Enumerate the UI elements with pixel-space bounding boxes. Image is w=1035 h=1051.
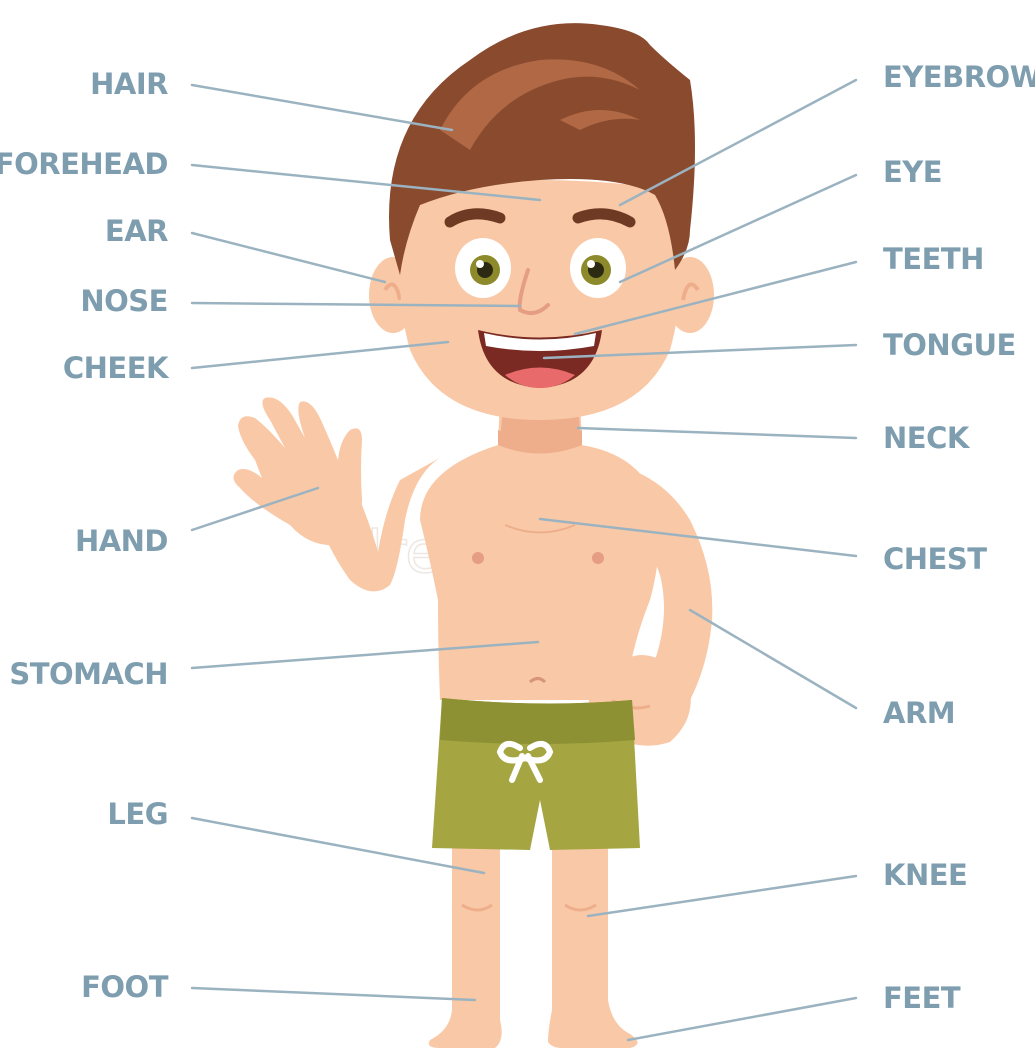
label-leg: LEG (107, 800, 168, 829)
label-ear: EAR (105, 217, 168, 246)
label-forehead: FOREHEAD (0, 150, 168, 179)
label-foot: FOOT (81, 973, 168, 1002)
shorts (432, 698, 640, 850)
label-feet: FEET (883, 984, 960, 1013)
label-teeth: TEETH (883, 245, 984, 274)
label-stomach: STOMACH (9, 660, 168, 689)
label-hand: HAND (75, 527, 168, 556)
label-eye: EYE (883, 158, 942, 187)
label-cheek: CHEEK (63, 354, 168, 383)
label-knee: KNEE (883, 861, 967, 890)
label-chest: CHEST (883, 545, 987, 574)
label-eyebrow: EYEBROW (883, 63, 1035, 92)
label-tongue: TONGUE (883, 331, 1016, 360)
legs (429, 840, 638, 1048)
label-nose: NOSE (80, 287, 168, 316)
label-hair: HAIR (90, 70, 168, 99)
label-neck: NECK (883, 424, 969, 453)
label-arm: ARM (883, 699, 955, 728)
